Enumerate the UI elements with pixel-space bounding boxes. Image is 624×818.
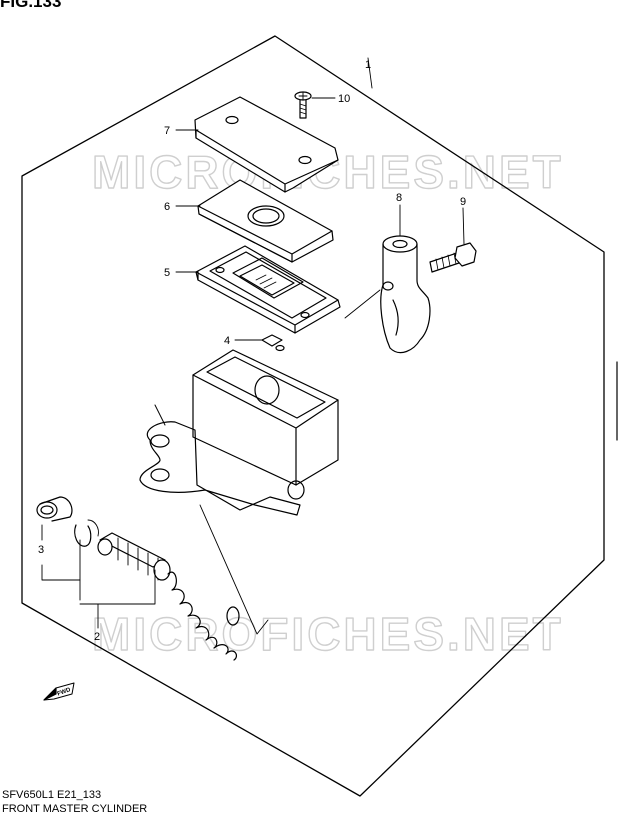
part-boot: [36, 496, 73, 522]
part-circlip: [74, 519, 99, 547]
figure-header: FIG.133: [0, 0, 62, 11]
part-diaphragm: [195, 245, 341, 334]
diagram-title: FRONT MASTER CYLINDER: [2, 803, 148, 815]
part-piston: [97, 532, 171, 581]
callout-1: 1: [365, 59, 371, 71]
leader-lines: [41, 57, 465, 635]
assembly-outline: [21, 35, 605, 797]
callout-10: 10: [338, 93, 350, 105]
part-master-cylinder-body: [139, 349, 339, 516]
fwd-arrow-icon: FWD: [43, 682, 75, 701]
callout-6: 6: [164, 201, 170, 213]
part-spring: [167, 571, 240, 661]
fwd-label: FWD: [57, 687, 73, 698]
watermark-text: MICROFICHES.NET: [92, 608, 564, 660]
part-screw: [294, 91, 312, 119]
part-bolt: [429, 242, 477, 273]
part-holder-clamp: [380, 235, 431, 354]
callout-7: 7: [164, 125, 170, 137]
callout-3: 3: [38, 544, 44, 556]
callout-2: 2: [94, 631, 100, 643]
callout-5: 5: [164, 267, 170, 279]
part-plate-small: [261, 334, 285, 352]
callout-8: 8: [396, 192, 402, 204]
part-reservoir-cap: [194, 96, 339, 193]
diagram-code: SFV650L1 E21_133: [2, 789, 102, 801]
callout-4: 4: [224, 335, 230, 347]
callout-9: 9: [460, 196, 466, 208]
part-diaphragm-plate: [197, 179, 334, 263]
